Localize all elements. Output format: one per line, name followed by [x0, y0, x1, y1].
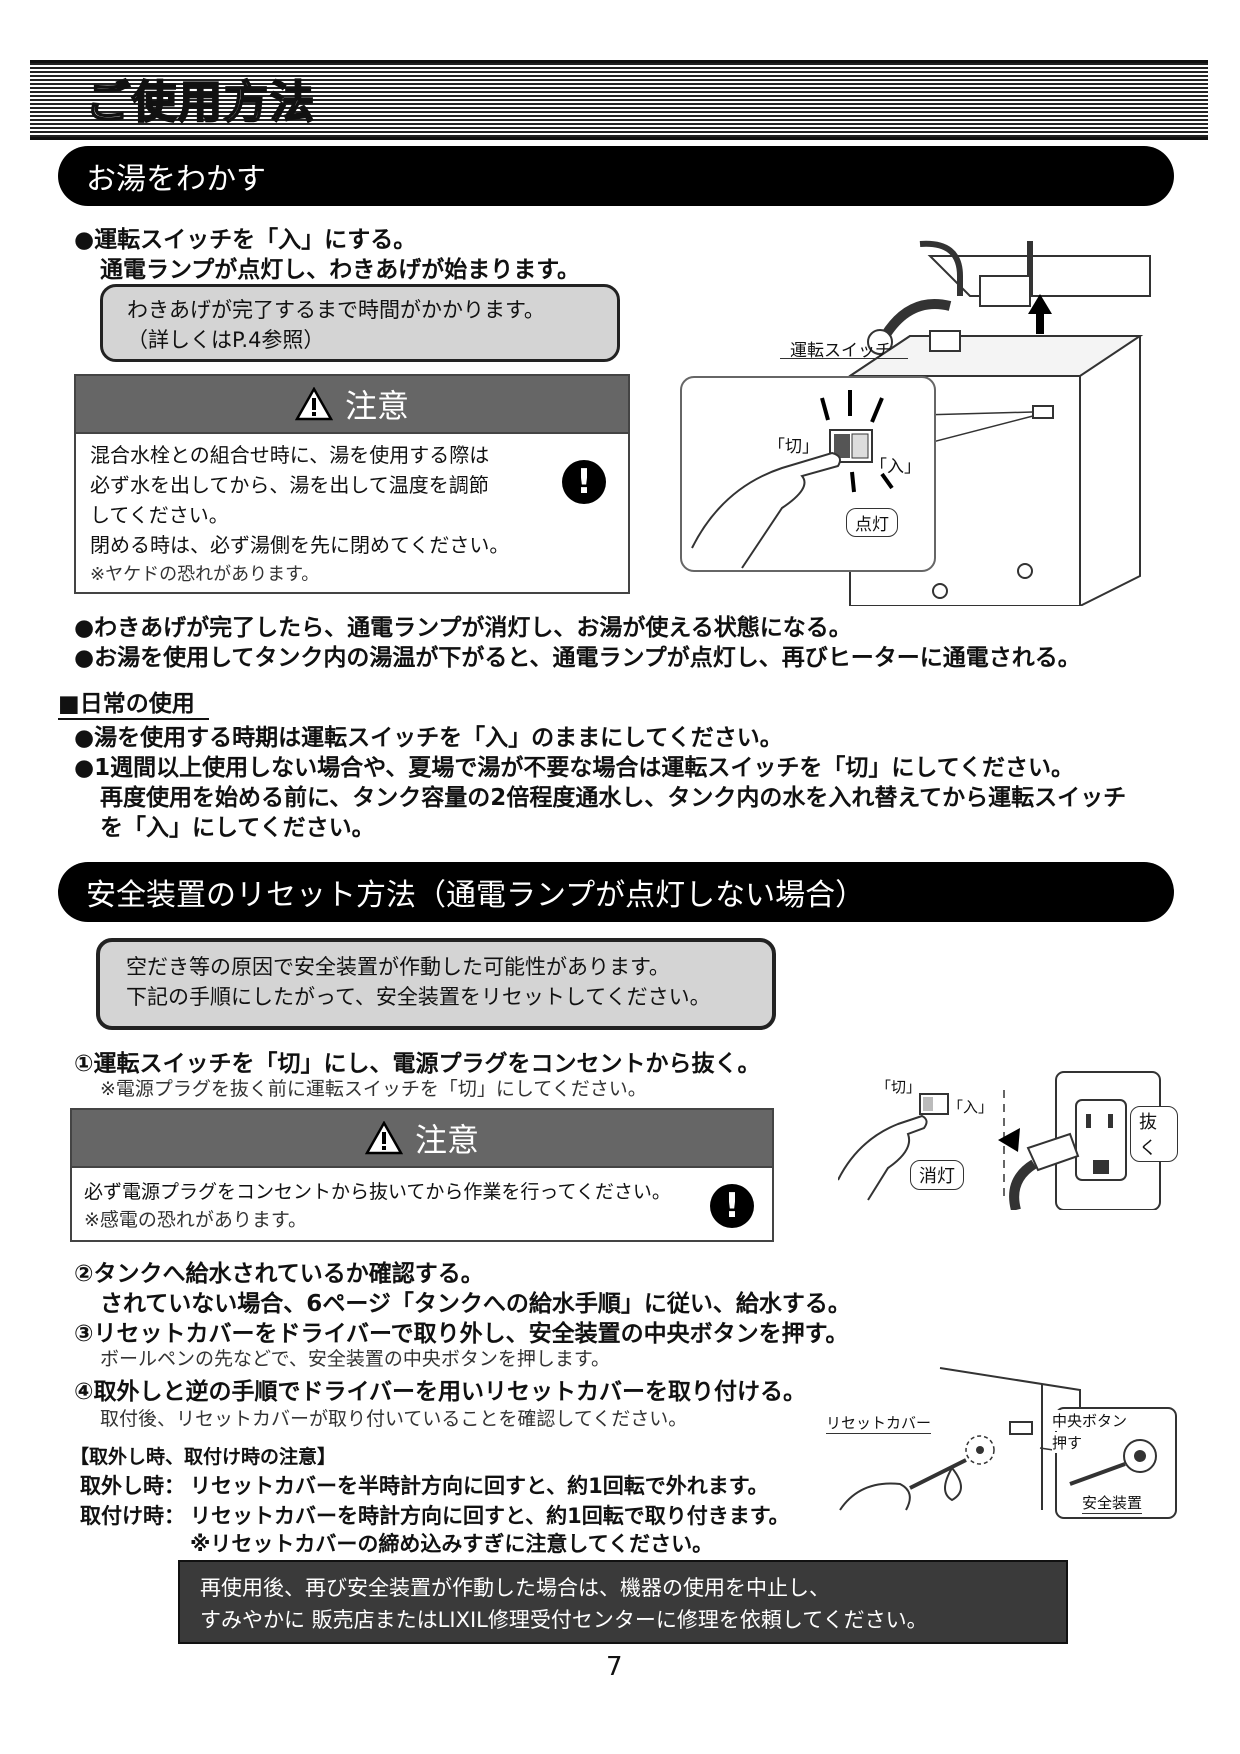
daily-use-line: ●湯を使用する時期は運転スイッチを「入」のままにしてください。: [74, 725, 783, 751]
caution-header: 注意: [72, 1110, 772, 1168]
callout-line: [780, 358, 908, 359]
attach-note-text: リセットカバーを時計方向に回すと、約1回転で取り付きます。: [190, 1504, 790, 1528]
switch-off-label: 「切」: [768, 437, 819, 457]
daily-use-line: 再度使用を始める前に、タンク容量の2倍程度通水し、タンク内の水を入れ替えてから運…: [100, 785, 1127, 811]
attach-note-sub: ※リセットカバーの締め込みすぎに注意してください。: [190, 1532, 714, 1556]
remove-note-label: 取外し時：: [80, 1474, 185, 1498]
page-title: ご使用方法: [85, 76, 316, 129]
caution-line: してください。: [90, 503, 229, 527]
caution-line: 必ず水を出してから、湯を出して温度を調節: [90, 473, 489, 497]
illustration-reset-cover: リセットカバー 中央ボタン 押す 安全装置: [820, 1360, 1184, 1520]
exclamation-icon: !: [710, 1184, 754, 1228]
illustration-heater-switch: 運転スイッチ 「切」 「入」 点灯: [680, 236, 1180, 606]
step-switch-on-detail: 通電ランプが点灯し、わきあげが始まります。: [100, 257, 581, 283]
title-bar: [30, 60, 1208, 140]
switch-on-label: 「入」: [870, 457, 921, 477]
exclamation-icon: !: [562, 460, 606, 504]
section-header-label: お湯をわかす: [86, 162, 266, 197]
push-label: 押す: [1052, 1432, 1083, 1453]
switch-callout-label: 運転スイッチ: [790, 341, 892, 361]
step-switch-on: ●運転スイッチを「入」にする。: [74, 227, 417, 253]
warning-triangle-icon: [294, 387, 333, 421]
caution-line: 混合水栓との組合せ時に、湯を使用する際は: [90, 443, 490, 467]
pull-plug-label: 抜く: [1130, 1106, 1178, 1162]
repair-line: 再使用後、再び安全装置が作動した場合は、機器の使用を中止し、: [200, 1576, 830, 1600]
note-line: （詳しくはP.4参照）: [127, 328, 325, 352]
caution-body: 必ず電源プラグをコンセントから抜いてから作業を行ってください。 ※感電の恐れがあ…: [84, 1178, 671, 1234]
section-header-reset: 安全装置のリセット方法（通電ランプが点灯しない場合）: [58, 862, 1174, 922]
note-line: 下記の手順にしたがって、安全装置をリセットしてください。: [126, 985, 711, 1009]
bullet-heating-complete: ●わきあげが完了したら、通電ランプが消灯し、お湯が使える状態になる。: [74, 615, 852, 641]
warning-triangle-icon: [364, 1121, 403, 1155]
zoom-frame: [680, 376, 936, 572]
remove-attach-notes-heading: 【取外し時、取付け時の注意】: [70, 1446, 337, 1468]
remove-note-text: リセットカバーを半時計方向に回すと、約1回転で外れます。: [190, 1474, 769, 1498]
daily-use-line: を「入」にしてください。: [100, 815, 375, 841]
reset-cover-drawing: [839, 1367, 1177, 1519]
note-box-safety-device: 空だき等の原因で安全装置が作動した可能性があります。 下記の手順にしたがって、安…: [96, 938, 776, 1030]
reset-step-1: ①運転スイッチを「切」にし、電源プラグをコンセントから抜く。: [74, 1051, 761, 1077]
caution-title: 注意: [344, 387, 409, 425]
note-box-heating-time: わきあげが完了するまで時間がかかります。 （詳しくはP.4参照）: [100, 284, 620, 362]
note-line: わきあげが完了するまで時間がかかります。: [127, 298, 545, 322]
reset-step-3-sub: ボールペンの先などで、安全装置の中央ボタンを押します。: [100, 1348, 610, 1370]
repair-line: すみやかに 販売店またはLIXIL修理受付センターに修理を依頼してください。: [200, 1608, 928, 1632]
section-header-boil: お湯をわかす: [58, 146, 1174, 206]
bullet-reheat: ●お湯を使用してタンク内の湯温が下がると、通電ランプが点灯し、再びヒーターに通電…: [74, 645, 1081, 671]
reset-step-4-sub: 取付後、リセットカバーが取り付いていることを確認してください。: [100, 1408, 688, 1430]
caution-title: 注意: [414, 1121, 479, 1159]
reset-cover-label: リセットカバー: [826, 1414, 932, 1434]
caution-line: 必ず電源プラグをコンセントから抜いてから作業を行ってください。: [84, 1181, 671, 1203]
caution-header: 注意: [76, 376, 628, 434]
reset-step-1-sub: ※電源プラグを抜く前に運転スイッチを「切」にしてください。: [100, 1078, 647, 1100]
section-header-label: 安全装置のリセット方法（通電ランプが点灯しない場合）: [86, 878, 866, 913]
repair-request-box: 再使用後、再び安全装置が作動した場合は、機器の使用を中止し、 すみやかに 販売店…: [178, 1560, 1068, 1644]
caution-box-mixing-faucet: 注意 混合水栓との組合せ時に、湯を使用する際は 必ず水を出してから、湯を出して温…: [74, 374, 630, 594]
lamp-lit-label: 点灯: [846, 508, 898, 537]
switch-off-label: 「切」: [876, 1078, 922, 1096]
switch-zoom-drawing: [691, 390, 894, 569]
lamp-unlit-label: 消灯: [910, 1160, 964, 1190]
daily-use-heading: ■日常の使用: [58, 684, 209, 720]
reset-step-4: ④取外しと逆の手順でドライバーを用いリセットカバーを取り付ける。: [74, 1379, 807, 1405]
caution-sub: ※感電の恐れがあります。: [84, 1209, 308, 1231]
caution-sub: ※ヤケドの恐れがあります。: [90, 564, 320, 585]
caution-box-electric-shock: 注意 必ず電源プラグをコンセントから抜いてから作業を行ってください。 ※感電の恐…: [70, 1108, 774, 1242]
attach-note-label: 取付け時：: [80, 1504, 185, 1528]
daily-use-line: ●1週間以上使用しない場合や、夏場で湯が不要な場合は運転スイッチを「切」にしてく…: [74, 755, 1075, 781]
reset-step-2-detail: されていない場合、6ページ「タンクへの給水手順」に従い、給水する。: [100, 1291, 851, 1317]
caution-line: 閉める時は、必ず湯側を先に閉めてください。: [90, 533, 510, 557]
note-line: 空だき等の原因で安全装置が作動した可能性があります。: [126, 955, 670, 979]
reset-step-3: ③リセットカバーをドライバーで取り外し、安全装置の中央ボタンを押す。: [74, 1321, 849, 1347]
caution-body: 混合水栓との組合せ時に、湯を使用する際は 必ず水を出してから、湯を出して温度を調…: [90, 440, 509, 590]
page-number: 7: [606, 1652, 623, 1682]
center-button-label: 中央ボタン: [1052, 1410, 1128, 1431]
switch-on-label: 「入」: [948, 1098, 994, 1116]
safety-device-label: 安全装置: [1082, 1492, 1143, 1514]
reset-step-2: ②タンクへ給水されているか確認する。: [74, 1261, 484, 1287]
illustration-unplug: 「切」 「入」 消灯 抜く: [838, 1060, 1178, 1210]
